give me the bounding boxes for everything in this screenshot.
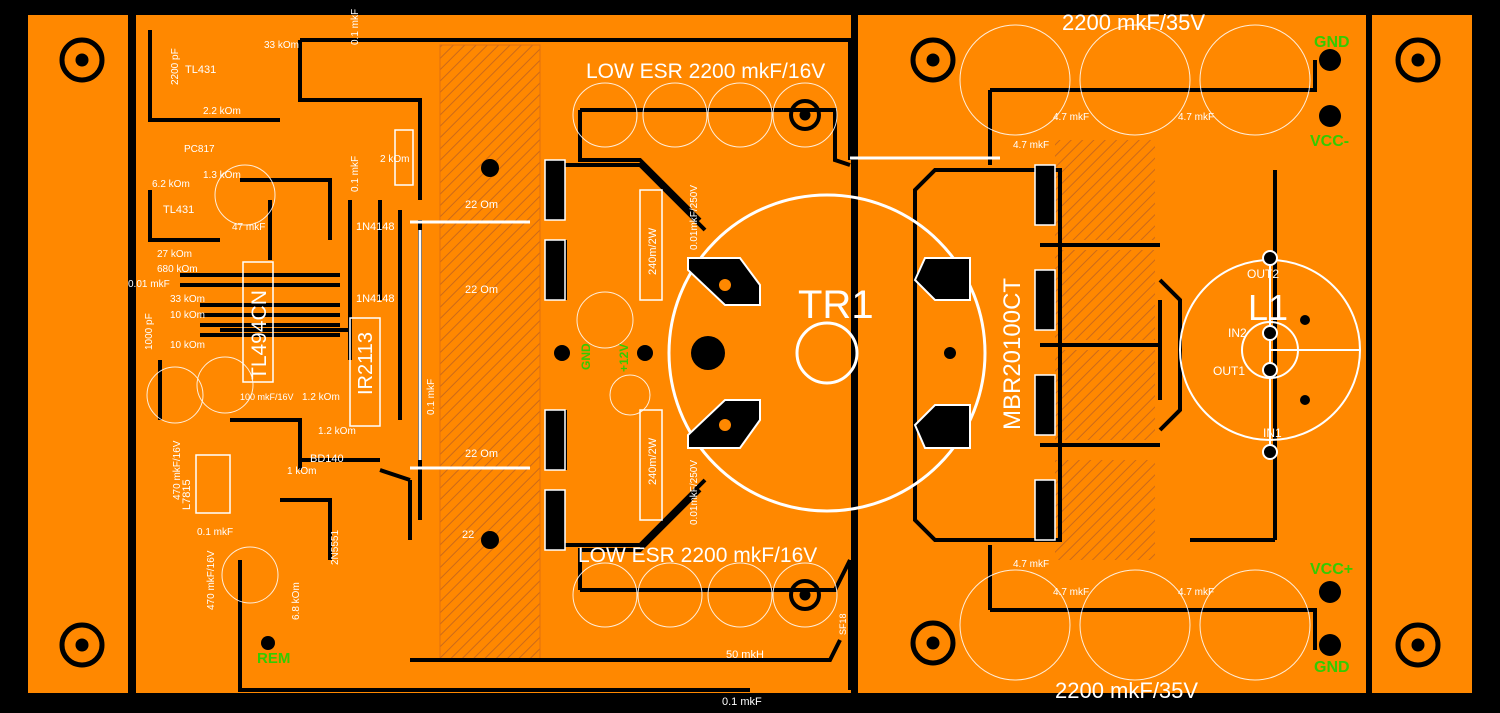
label-r240-a: 240m/2W <box>647 227 659 275</box>
label-1n4148-a: 1N4148 <box>356 221 395 233</box>
label-c47-3: 4.7 mkF <box>1013 140 1049 151</box>
mount-hole-mb <box>910 620 956 666</box>
label-c01-c: 0.1 mkF <box>426 379 437 415</box>
label-r68k: 6.8 kOm <box>291 582 302 620</box>
heatsink-areas <box>439 44 1155 661</box>
label-in1: IN1 <box>1263 426 1282 440</box>
label-cap-top-right: 2200 mkF/35V <box>1062 10 1205 35</box>
label-r1k: 1 kOm <box>287 466 316 477</box>
label-c250-a: 0.01mkF/250V <box>689 185 700 250</box>
mosfet-packages <box>544 159 1056 551</box>
label-c47mkf: 47 mkF <box>232 222 265 233</box>
label-diode: MBR20100CT <box>999 278 1026 430</box>
label-r22-d: 22 <box>462 529 474 541</box>
ic-packages <box>195 129 663 521</box>
label-c01-b: 0.1 mkF <box>350 156 361 192</box>
label-c47-6: 4.7 mkF <box>1178 587 1214 598</box>
net-labels: GND VCC- VCC+ GND REM GND +12V <box>257 34 1353 676</box>
capacitor-outlines <box>146 24 1311 681</box>
label-cap-bottom-mid: LOW ESR 2200 mkF/16V <box>578 544 817 567</box>
label-r2k: 2 kOm <box>380 154 409 165</box>
label-c47-2: 4.7 mkF <box>1178 112 1214 123</box>
label-tl431-b: TL431 <box>163 204 194 216</box>
net-label-rem: REM <box>257 650 290 667</box>
label-c2200p: 2200 pF <box>170 48 181 85</box>
inductor-l1 <box>1179 250 1361 460</box>
label-r13k: 1.3 kOm <box>203 170 241 181</box>
label-bd140: BD140 <box>310 453 344 465</box>
net-label-12v: +12V <box>617 344 631 372</box>
terminal-pads <box>261 49 1341 656</box>
silkscreen: 2200 mkF/35V 2200 mkF/35V LOW ESR 2200 m… <box>128 9 1288 708</box>
label-c1000p: 1000 pF <box>144 313 155 350</box>
label-out1: OUT1 <box>1213 364 1245 378</box>
label-sf18: SF18 <box>838 613 848 635</box>
label-l7815: L7815 <box>181 479 193 510</box>
label-c470-b: 470 mkF/16V <box>206 550 217 610</box>
label-ic-main: TL494CN <box>248 290 271 380</box>
label-r62k: 6.2 kOm <box>152 179 190 190</box>
label-r10k-b: 10 kOm <box>170 340 205 351</box>
label-l1: L1 <box>1248 287 1288 328</box>
label-r10k-a: 10 kOm <box>170 310 205 321</box>
label-cap-01-bottom: 0.1 mkF <box>722 696 762 708</box>
label-r22-a: 22 Om <box>465 199 498 211</box>
label-c100: 100 mkF/16V <box>240 392 294 402</box>
net-label-vcc-plus: VCC+ <box>1310 561 1353 578</box>
label-c01-left: 0.01 mkF <box>128 279 170 290</box>
label-c01-d: 0.1 mkF <box>197 527 233 538</box>
label-r33k-b: 33 kOm <box>170 294 205 305</box>
label-r22k: 2.2 kOm <box>203 106 241 117</box>
label-r12k-b: 1.2 kOm <box>318 426 356 437</box>
label-c47-5: 4.7 mkF <box>1053 587 1089 598</box>
mount-hole-tr <box>1395 37 1441 83</box>
label-r22-c: 22 Om <box>465 448 498 460</box>
net-label-vcc-minus: VCC- <box>1310 133 1349 150</box>
label-1n4148-b: 1N4148 <box>356 293 395 305</box>
mount-hole-ct <box>789 99 821 131</box>
label-c470-a: 470 mkF/16V <box>172 440 183 500</box>
label-r33k: 33 kOm <box>264 40 299 51</box>
mount-hole-tl <box>59 37 105 83</box>
mount-hole-br <box>1395 622 1441 668</box>
label-inductor-50: 50 mkH <box>726 649 764 661</box>
label-cap-bottom-right: 2200 mkF/35V <box>1055 678 1198 703</box>
net-label-gnd-bottom: GND <box>1314 659 1350 676</box>
mount-hole-mt <box>910 37 956 83</box>
label-c47-4: 4.7 mkF <box>1013 559 1049 570</box>
label-out2: OUT2 <box>1247 267 1279 281</box>
label-in2: IN2 <box>1228 326 1247 340</box>
net-label-gnd-center: GND <box>579 343 593 370</box>
label-r12k-a: 1.2 kOm <box>302 392 340 403</box>
label-r27k: 27 kOm <box>157 249 192 260</box>
label-cap-top-mid: LOW ESR 2200 mkF/16V <box>586 60 825 83</box>
label-c01-a: 0.1 mkF <box>350 9 361 45</box>
mounting-holes <box>59 37 1441 668</box>
label-tl431-a: TL431 <box>185 64 216 76</box>
label-r240-b: 240m/2W <box>647 437 659 485</box>
net-label-gnd-top: GND <box>1314 34 1350 51</box>
label-2n5551: 2N5551 <box>330 530 341 565</box>
jumpers <box>410 156 1000 470</box>
label-r680k: 680 kOm <box>157 264 198 275</box>
transformer-tr1 <box>667 193 987 513</box>
label-pc817: PC817 <box>184 144 215 155</box>
label-tr1: TR1 <box>798 283 874 327</box>
label-ic-driver: IR2113 <box>355 332 377 395</box>
label-c47-1: 4.7 mkF <box>1053 112 1089 123</box>
label-c250-b: 0.01mkF/250V <box>689 460 700 525</box>
mount-hole-cb <box>789 579 821 611</box>
mount-hole-bl <box>59 622 105 668</box>
label-r22-b: 22 Om <box>465 284 498 296</box>
